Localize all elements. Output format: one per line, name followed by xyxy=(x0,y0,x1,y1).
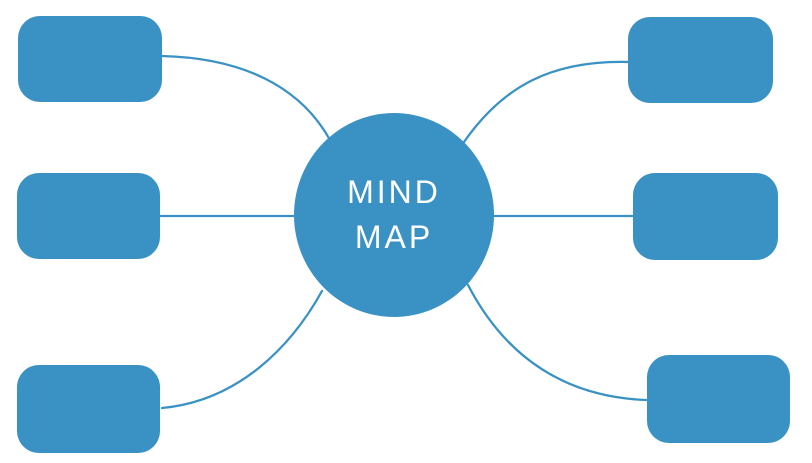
node-bottom-right[interactable] xyxy=(647,355,790,443)
connector-bottom-left xyxy=(160,289,324,410)
central-topic-label: MIND MAP xyxy=(347,170,441,260)
node-bottom-left[interactable] xyxy=(17,365,160,453)
connector-bottom-right xyxy=(466,283,648,402)
central-topic-line1: MIND xyxy=(347,174,441,210)
node-top-right[interactable] xyxy=(628,17,773,103)
node-middle-right[interactable] xyxy=(633,173,778,260)
central-topic-line2: MAP xyxy=(354,219,434,255)
node-middle-left[interactable] xyxy=(17,173,160,259)
connector-top-right xyxy=(462,60,631,144)
central-topic[interactable]: MIND MAP xyxy=(294,113,494,317)
connector-top-left xyxy=(160,54,332,142)
node-top-left[interactable] xyxy=(18,16,162,102)
